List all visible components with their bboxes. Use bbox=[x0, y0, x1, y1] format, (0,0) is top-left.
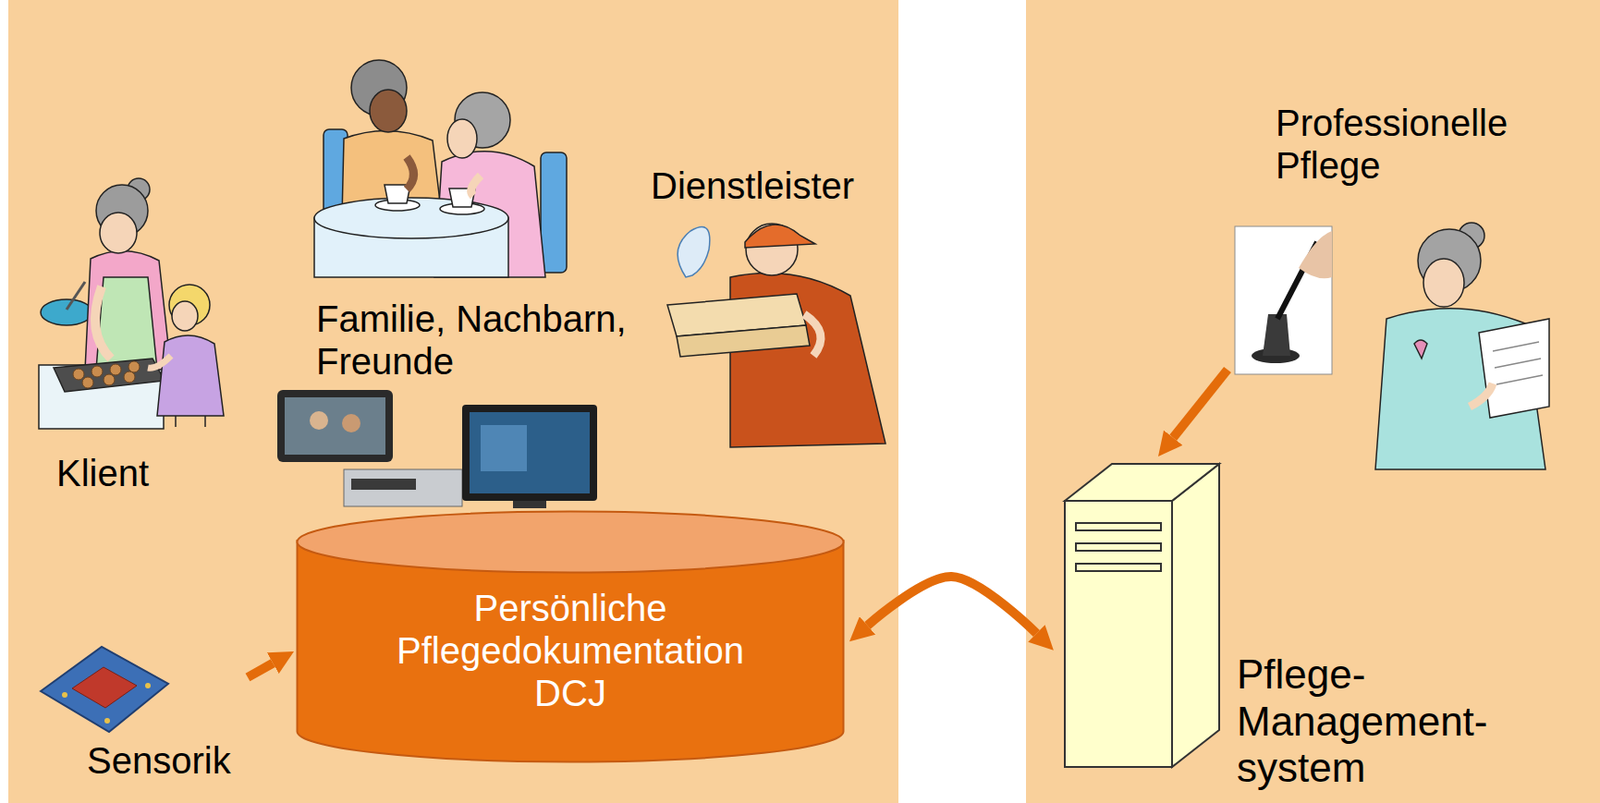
cookie bbox=[103, 374, 115, 386]
arm bbox=[406, 157, 415, 190]
cylinder-body bbox=[297, 540, 844, 763]
cookies bbox=[73, 361, 140, 389]
steam bbox=[677, 227, 710, 279]
media-devices bbox=[277, 390, 598, 509]
server-front bbox=[1064, 500, 1173, 768]
face bbox=[447, 119, 477, 159]
node-label: Dienstleister bbox=[650, 164, 855, 208]
cylinder-top bbox=[297, 512, 844, 574]
screen-face bbox=[309, 411, 329, 430]
flow-arrow bbox=[1172, 369, 1228, 439]
papers bbox=[1478, 318, 1550, 418]
contact bbox=[104, 718, 110, 724]
arm bbox=[95, 286, 111, 359]
server-label-box: Pflege- Management- system bbox=[1058, 458, 1539, 796]
tv-screen bbox=[469, 412, 590, 494]
tv-stand bbox=[512, 500, 547, 509]
flow-arrow bbox=[247, 663, 273, 678]
face bbox=[1423, 258, 1465, 307]
face bbox=[369, 89, 407, 133]
server bbox=[1064, 464, 1220, 768]
node-label: Pflege- Management- system bbox=[1236, 651, 1515, 793]
node-label: Persönliche Pflegedokumentation DCJ bbox=[366, 586, 774, 715]
flow-arrow bbox=[867, 576, 1037, 635]
contact bbox=[61, 692, 68, 698]
paper-line bbox=[1496, 375, 1543, 385]
tv-menu bbox=[480, 425, 527, 472]
server-top bbox=[1064, 464, 1220, 501]
drive-slot bbox=[1075, 563, 1161, 572]
girl-face bbox=[171, 301, 198, 331]
cookie bbox=[123, 371, 135, 383]
circuit-board bbox=[40, 647, 169, 733]
tv bbox=[462, 404, 598, 501]
cookie bbox=[82, 377, 94, 389]
paper-line bbox=[1492, 341, 1539, 352]
cookie bbox=[128, 361, 140, 373]
tablet-screen bbox=[284, 397, 386, 455]
girl-dress bbox=[157, 335, 224, 416]
girl-leg bbox=[204, 415, 207, 428]
pen-frame bbox=[1234, 226, 1332, 375]
cookie bbox=[109, 364, 122, 376]
node-label: Sensorik bbox=[86, 739, 232, 782]
provider-label-box: Dienstleister bbox=[647, 158, 890, 453]
nurse-label-box: Professionelle Pflege bbox=[1229, 101, 1572, 453]
box-panel bbox=[351, 478, 416, 490]
pen-holder bbox=[1262, 314, 1291, 356]
screen-face bbox=[341, 414, 361, 433]
set-top-box bbox=[343, 469, 463, 507]
care-panel bbox=[1025, 0, 1600, 803]
baking-tray bbox=[53, 358, 165, 392]
paper-line bbox=[1494, 358, 1541, 368]
bowl bbox=[40, 299, 93, 326]
girl-arm bbox=[147, 355, 171, 368]
record-cylinder: Persönliche Pflegedokumentation DCJ bbox=[295, 510, 845, 764]
family-figure bbox=[314, 60, 567, 278]
ribbon bbox=[1414, 340, 1428, 359]
node-label: Klient bbox=[56, 451, 149, 495]
tablet bbox=[277, 390, 393, 463]
drive-slot bbox=[1075, 523, 1161, 531]
arm bbox=[471, 175, 481, 196]
node-label: Professionelle Pflege bbox=[1275, 101, 1544, 187]
blouse bbox=[85, 250, 171, 370]
face bbox=[99, 212, 137, 254]
spoon bbox=[66, 281, 86, 310]
server-side bbox=[1172, 464, 1220, 768]
girl-leg bbox=[174, 415, 177, 428]
nurse-figure bbox=[1375, 222, 1550, 470]
node-label: Familie, Nachbarn, Freunde bbox=[316, 297, 638, 383]
home-panel bbox=[8, 0, 899, 803]
hand bbox=[1469, 383, 1493, 407]
hand bbox=[804, 314, 821, 356]
table-top bbox=[314, 197, 509, 239]
sensor-chip bbox=[40, 647, 169, 733]
delivery-figure bbox=[667, 223, 886, 448]
sensor-label-box: Sensorik bbox=[36, 635, 246, 795]
cookie bbox=[91, 366, 103, 378]
drive-slot bbox=[1075, 543, 1161, 551]
client-figure bbox=[38, 178, 224, 429]
hand bbox=[1298, 231, 1332, 279]
cookie bbox=[73, 368, 85, 380]
digital-pen bbox=[1234, 226, 1332, 375]
chair bbox=[540, 152, 567, 273]
family-label-box: Familie, Nachbarn, Freunde bbox=[311, 57, 642, 383]
client-label-box: Klient bbox=[36, 180, 245, 495]
chip bbox=[72, 667, 137, 709]
cap bbox=[745, 224, 816, 248]
box bbox=[676, 325, 810, 357]
contact bbox=[145, 683, 151, 689]
